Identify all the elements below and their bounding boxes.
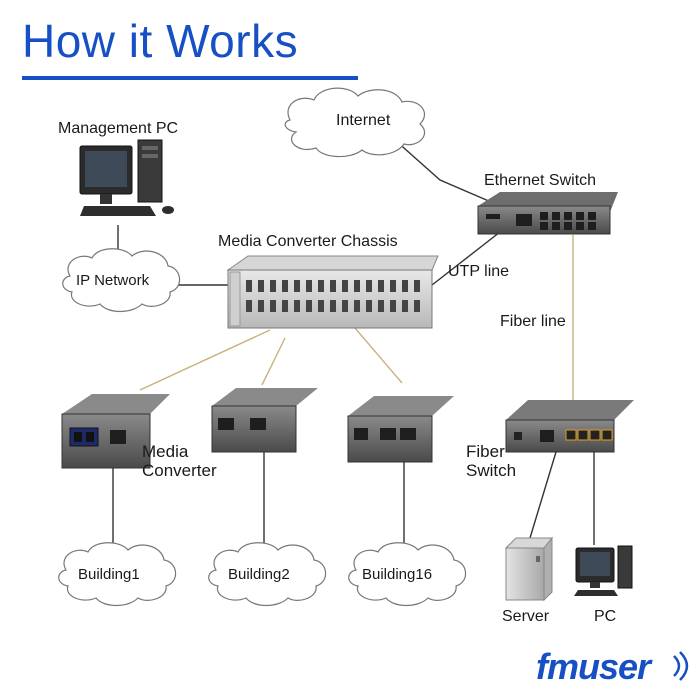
fiber-switch-label-line2: Switch	[466, 461, 517, 480]
internet-cloud	[284, 87, 426, 158]
link-chassis-mc1	[139, 329, 271, 391]
chassis-label: Media Converter Chassis	[218, 233, 398, 250]
link-chassis-mc16	[354, 327, 403, 384]
media-converter-label-line1: Media	[142, 442, 189, 461]
media-converter-2-device	[211, 388, 318, 453]
building1-cloud	[58, 542, 177, 607]
brand-logo: fmuser	[536, 646, 651, 687]
building2-cloud	[208, 542, 327, 607]
building16-label: Building16	[362, 566, 433, 583]
server-label: Server	[502, 608, 550, 625]
link-utp	[431, 231, 501, 286]
ip-network-cloud	[62, 248, 181, 313]
ethernet-switch-label: Ethernet Switch	[484, 172, 597, 189]
media-converter-chassis-device	[226, 255, 439, 329]
management-pc-label: Management PC	[58, 120, 179, 137]
management-pc-device	[79, 139, 174, 216]
pc-device	[574, 545, 633, 596]
building2-label: Building2	[228, 566, 290, 583]
brand-signal-icon	[673, 651, 689, 681]
media-converter-16-device	[347, 396, 454, 463]
fiber-switch-label-line1: Fiber	[466, 442, 505, 461]
utp-line-label: UTP line	[448, 263, 510, 280]
pc-label: PC	[594, 608, 617, 625]
media-converter-1-device	[61, 394, 170, 469]
building1-label: Building1	[78, 566, 140, 583]
internet-label: Internet	[336, 112, 391, 129]
title-underline	[22, 76, 358, 80]
fiber-switch-label: Fiber Switch	[466, 442, 516, 480]
fiber-switch-device	[505, 400, 634, 453]
fiber-line-label: Fiber line	[500, 313, 566, 330]
link-internet-switch	[394, 139, 506, 209]
link-chassis-mc2	[261, 337, 286, 386]
server-device	[504, 536, 554, 602]
media-converter-label-line2: Converter	[142, 461, 217, 480]
connection-lines	[112, 139, 595, 548]
building16-cloud	[348, 542, 467, 607]
ip-network-label: IP Network	[76, 272, 150, 289]
media-converter-label: Media Converter	[142, 442, 217, 480]
ethernet-switch-device	[477, 192, 618, 235]
page-title: How it Works	[22, 15, 299, 67]
link-fs-server	[529, 451, 557, 539]
